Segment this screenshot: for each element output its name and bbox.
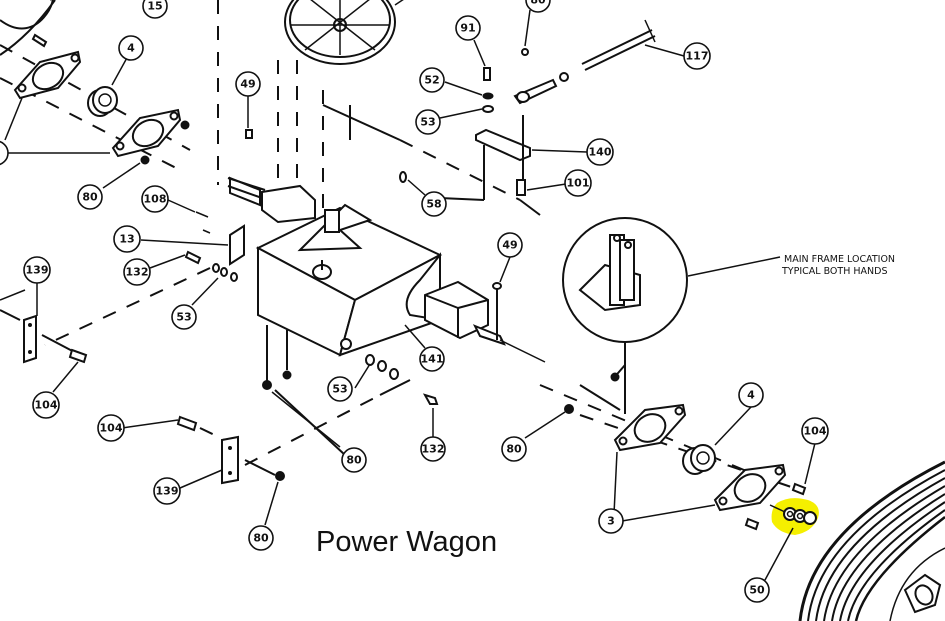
svg-text:80: 80 xyxy=(82,191,98,204)
callout-58: 58 xyxy=(421,191,447,217)
svg-text:52: 52 xyxy=(424,74,439,87)
flange-bearing-plate xyxy=(613,403,687,452)
svg-text:132: 132 xyxy=(422,443,445,456)
bearing xyxy=(87,86,118,117)
callout-15: 15 xyxy=(142,0,168,19)
leader-lines xyxy=(0,9,816,581)
svg-text:139: 139 xyxy=(156,485,179,498)
guide-lines xyxy=(217,0,541,216)
callout-53: 53 xyxy=(171,304,197,330)
svg-text:3: 3 xyxy=(607,515,615,528)
svg-text:50: 50 xyxy=(749,584,765,597)
svg-text:104: 104 xyxy=(804,425,827,438)
svg-text:132: 132 xyxy=(126,266,149,279)
bearing xyxy=(682,444,716,475)
callout-101: 101 xyxy=(564,169,592,197)
highlighted-part-50 xyxy=(769,498,819,535)
svg-text:104: 104 xyxy=(35,399,58,412)
callout-117: 117 xyxy=(683,42,711,70)
callout-80: 80 xyxy=(248,525,274,551)
bottom-left-hardware xyxy=(176,354,439,485)
svg-text:53: 53 xyxy=(420,116,435,129)
svg-text:104: 104 xyxy=(100,422,123,435)
callout-4: 4 xyxy=(118,35,144,61)
svg-text:49: 49 xyxy=(240,78,255,91)
callout-80: 80 xyxy=(77,184,103,210)
callout-104: 104 xyxy=(32,391,60,419)
callout-3: 3 xyxy=(0,140,9,166)
nut xyxy=(180,120,190,130)
callout-80: 80 xyxy=(525,0,551,13)
svg-text:4: 4 xyxy=(127,42,135,55)
svg-text:80: 80 xyxy=(506,443,522,456)
callout-139: 139 xyxy=(153,477,181,505)
callout-104: 104 xyxy=(97,414,125,442)
svg-text:58: 58 xyxy=(426,198,441,211)
callout-13: 13 xyxy=(113,225,141,253)
flange-bearing-plate xyxy=(111,108,182,158)
left-hardware xyxy=(0,211,245,364)
svg-text:53: 53 xyxy=(176,311,191,324)
bolt xyxy=(31,33,48,48)
svg-text:49: 49 xyxy=(502,239,517,252)
pulley xyxy=(284,0,404,65)
svg-text:80: 80 xyxy=(346,454,362,467)
callout-132: 132 xyxy=(123,258,151,286)
callout-3: 3 xyxy=(598,508,624,534)
callout-139: 139 xyxy=(23,256,51,284)
wheel xyxy=(798,460,945,621)
callout-53: 53 xyxy=(327,376,353,402)
svg-text:13: 13 xyxy=(119,233,134,246)
svg-text:141: 141 xyxy=(421,353,444,366)
svg-text:91: 91 xyxy=(460,22,475,35)
flange-bearing-plate xyxy=(713,463,787,512)
gearbox xyxy=(227,176,546,390)
main-frame-note: MAIN FRAME LOCATION TYPICAL BOTH HANDS xyxy=(781,254,895,277)
callout-53: 53 xyxy=(415,109,441,135)
svg-text:15: 15 xyxy=(147,0,162,13)
svg-text:53: 53 xyxy=(332,383,347,396)
note-line-2: TYPICAL BOTH HANDS xyxy=(781,266,887,277)
callout-141: 141 xyxy=(419,346,445,372)
callout-52: 52 xyxy=(419,67,445,93)
nut xyxy=(140,155,150,165)
callout-49: 49 xyxy=(235,71,261,97)
note-line-1: MAIN FRAME LOCATION xyxy=(784,254,895,265)
svg-text:80: 80 xyxy=(253,532,269,545)
small-bolts xyxy=(245,129,502,290)
linkage-hardware xyxy=(475,19,656,196)
callout-80: 80 xyxy=(341,447,367,473)
callout-108: 108 xyxy=(141,185,169,213)
callout-49: 49 xyxy=(497,232,523,258)
svg-text:101: 101 xyxy=(567,177,590,190)
svg-text:4: 4 xyxy=(747,389,755,402)
flange-bearing-plate xyxy=(13,50,82,100)
callout-104: 104 xyxy=(801,417,829,445)
svg-text:139: 139 xyxy=(26,264,49,277)
svg-text:117: 117 xyxy=(686,50,709,63)
svg-text:80: 80 xyxy=(530,0,546,7)
diagram-title: Power Wagon xyxy=(316,526,497,558)
main-frame-detail xyxy=(562,217,781,381)
svg-text:108: 108 xyxy=(144,193,167,206)
left-bearing-assembly xyxy=(0,0,191,171)
callout-91: 91 xyxy=(455,15,481,41)
callout-132: 132 xyxy=(420,436,446,462)
callout-80: 80 xyxy=(501,436,527,462)
right-bearing-assembly xyxy=(539,360,807,531)
callout-4: 4 xyxy=(738,382,764,408)
callout-50: 50 xyxy=(744,577,770,603)
callout-140: 140 xyxy=(586,138,614,166)
svg-text:140: 140 xyxy=(589,146,612,159)
